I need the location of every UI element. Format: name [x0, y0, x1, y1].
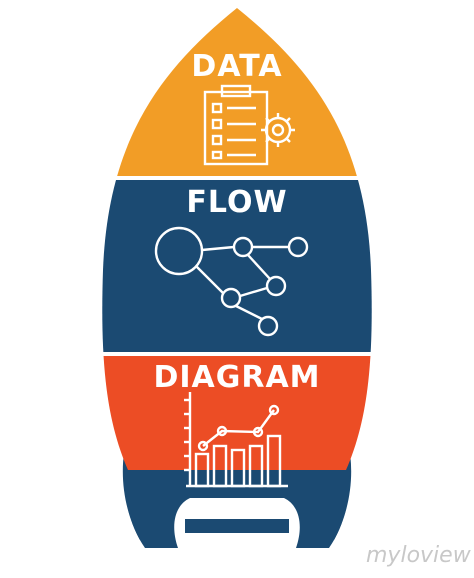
label-flow: FLOW: [186, 185, 287, 220]
bar-line-chart-icon: [184, 392, 288, 488]
label-diagram: DIAGRAM: [153, 360, 320, 395]
node-network-icon: [154, 226, 309, 337]
myloview-logo: myloview: [366, 543, 472, 568]
watermark-text: myloview: [366, 543, 472, 568]
rocket-exhaust-bar: [185, 519, 289, 533]
clipboard-gear-icon: [203, 84, 295, 166]
label-data: DATA: [191, 49, 282, 84]
section-data: [102, 8, 372, 178]
section-flow: [102, 178, 372, 354]
